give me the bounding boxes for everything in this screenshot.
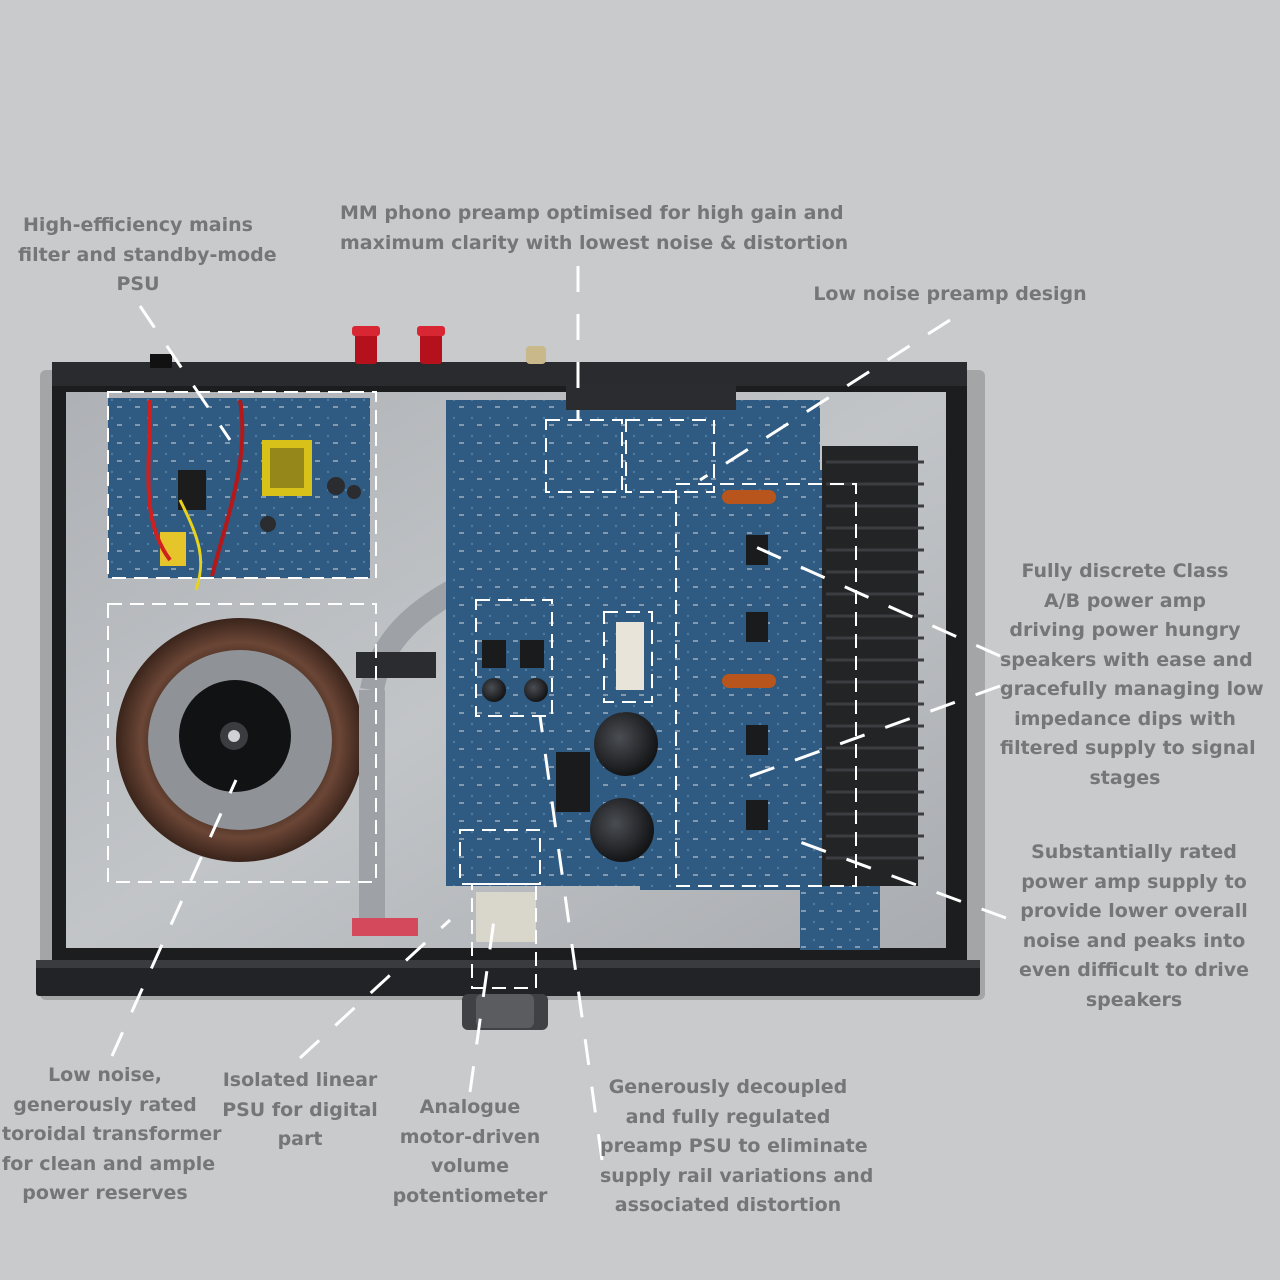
toroidal-line-1: Low noise, — [48, 1064, 162, 1086]
power-supply-line-1: Substantially rated — [1031, 841, 1237, 863]
class-ab-line-6: impedance dips with — [1014, 707, 1236, 730]
class-ab-line-7: filtered supply to signal — [1000, 737, 1256, 759]
power-supply-line-5: even difficult to drive — [1018, 959, 1250, 981]
mm-phono-label: MM phono preamp optimised for high gain … — [340, 199, 849, 258]
power-supply-label: Substantially rated power amp supply to … — [1018, 838, 1250, 1015]
mm-phono-line-1: MM phono preamp optimised for high gain … — [340, 202, 844, 224]
volume-pot-line-2: motor-driven — [399, 1125, 541, 1148]
class-ab-line-2: A/B power amp — [1043, 589, 1207, 612]
toroidal-line-4: for clean and ample — [2, 1152, 216, 1175]
decoupled-psu-line-3: preamp PSU to eliminate — [600, 1135, 868, 1157]
low-noise-preamp-line-1: Low noise preamp design — [813, 283, 1087, 305]
class-ab-line-5: gracefully managing low — [1000, 678, 1264, 700]
class-ab-line-3: driving power hungry — [1009, 619, 1241, 641]
class-ab-line-1: Fully discrete Class — [1021, 560, 1229, 582]
decoupled-psu-label: Generously decoupled and fully regulated… — [600, 1073, 874, 1221]
isolated-psu-label: Isolated linear PSU for digital part — [220, 1066, 380, 1155]
callout-lines — [110, 266, 1007, 1161]
toroidal-line-2: generously rated — [13, 1093, 197, 1116]
toroidal-label: Low noise, generously rated toroidal tra… — [2, 1061, 222, 1209]
toroidal-line-3: toroidal transformer — [2, 1123, 222, 1145]
rear-terminals — [150, 326, 546, 368]
main-pcb — [446, 384, 880, 950]
isolated-psu-line-3: part — [277, 1128, 323, 1150]
power-supply-line-2: power amp supply to — [1021, 870, 1247, 893]
class-ab-line-4: speakers with ease and — [1000, 648, 1253, 671]
decoupled-psu-line-1: Generously decoupled — [608, 1076, 848, 1098]
isolated-psu-line-1: Isolated linear — [222, 1069, 378, 1091]
toroidal-transformer — [116, 618, 364, 862]
toroidal-line-5: power reserves — [22, 1182, 188, 1204]
mm-phono-line-2: maximum clarity with lowest noise & dist… — [340, 231, 849, 254]
decoupled-psu-line-2: and fully regulated — [625, 1105, 831, 1128]
volume-pot-line-4: potentiometer — [392, 1184, 548, 1207]
power-supply-line-6: speakers — [1085, 988, 1183, 1011]
class-ab-label: Fully discrete Class A/B power amp drivi… — [1000, 557, 1264, 793]
power-supply-line-3: provide lower overall — [1020, 900, 1248, 922]
mains-filter-label: High-efficiency mains filter and standby… — [18, 211, 277, 300]
highlight-boxes — [107, 391, 857, 989]
isolated-psu-line-2: PSU for digital — [222, 1098, 378, 1121]
power-supply-line-4: noise and peaks into — [1022, 929, 1246, 952]
decoupled-psu-line-4: supply rail variations and — [600, 1164, 874, 1187]
mains-filter-line-1: High-efficiency mains — [23, 214, 253, 236]
low-noise-preamp-label: Low noise preamp design — [810, 280, 1090, 310]
volume-pot-line-3: volume — [430, 1155, 510, 1177]
mains-psu-board — [108, 398, 370, 591]
mains-filter-line-2: filter and standby-mode — [18, 243, 277, 266]
decoupled-psu-line-5: associated distortion — [614, 1194, 842, 1216]
volume-knob — [462, 994, 548, 1030]
class-ab-line-8: stages — [1089, 766, 1161, 789]
heatsink — [822, 446, 924, 886]
volume-pot-label: Analogue motor-driven volume potentiomet… — [392, 1093, 548, 1211]
mains-filter-line-3: PSU — [116, 273, 160, 295]
volume-pot-line-1: Analogue — [419, 1096, 521, 1118]
